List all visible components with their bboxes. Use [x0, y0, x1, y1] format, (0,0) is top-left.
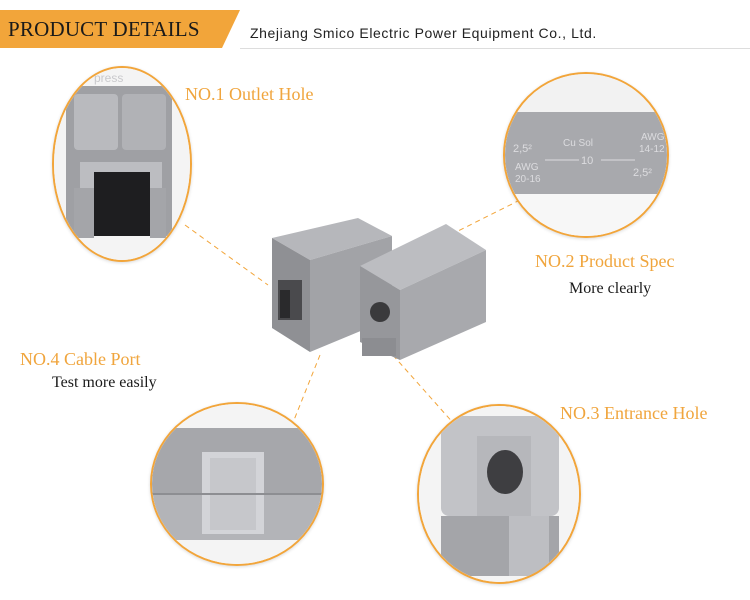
spec-marking-right-bottom: 2,5² — [633, 167, 652, 179]
product-spec-zoom: 2,5² Cu Sol 10 AWG 14-12 AWG 20-16 2,5² — [503, 72, 669, 238]
cable-port-sub: Test more easily — [52, 374, 157, 391]
connector-product-image — [272, 218, 486, 360]
header-tab — [0, 10, 222, 48]
spec-marking-awg-right: AWG — [641, 132, 665, 143]
spec-marking-awg-left-range: 20-16 — [515, 174, 541, 185]
header-divider — [240, 48, 750, 49]
product-spec-sub: More clearly — [569, 280, 652, 297]
company-name: Zhejiang Smico Electric Power Equipment … — [250, 25, 597, 41]
spec-marking-length: 10 — [581, 155, 593, 167]
spec-marking-awg-right-range: 14-12 — [639, 144, 665, 155]
header-tab-corner — [222, 10, 240, 48]
callout-line-outlet — [184, 224, 269, 286]
product-spec-label: NO.2 Product Spec — [535, 251, 675, 271]
entrance-hole-label: NO.3 Entrance Hole — [560, 403, 708, 423]
cable-port-zoom — [150, 402, 324, 566]
outlet-hole-label: NO.1 Outlet Hole — [185, 84, 314, 104]
outlet-hole-zoom: press — [52, 66, 192, 262]
page-title: PRODUCT DETAILS — [8, 17, 200, 41]
spec-marking-awg-left: AWG — [515, 162, 539, 173]
entrance-hole-zoom — [417, 404, 581, 584]
press-text: press — [94, 71, 123, 85]
spec-marking-left-top: 2,5² — [513, 143, 532, 155]
spec-marking-cu-sol: Cu Sol — [563, 138, 593, 149]
cable-port-label: NO.4 Cable Port — [20, 349, 141, 369]
